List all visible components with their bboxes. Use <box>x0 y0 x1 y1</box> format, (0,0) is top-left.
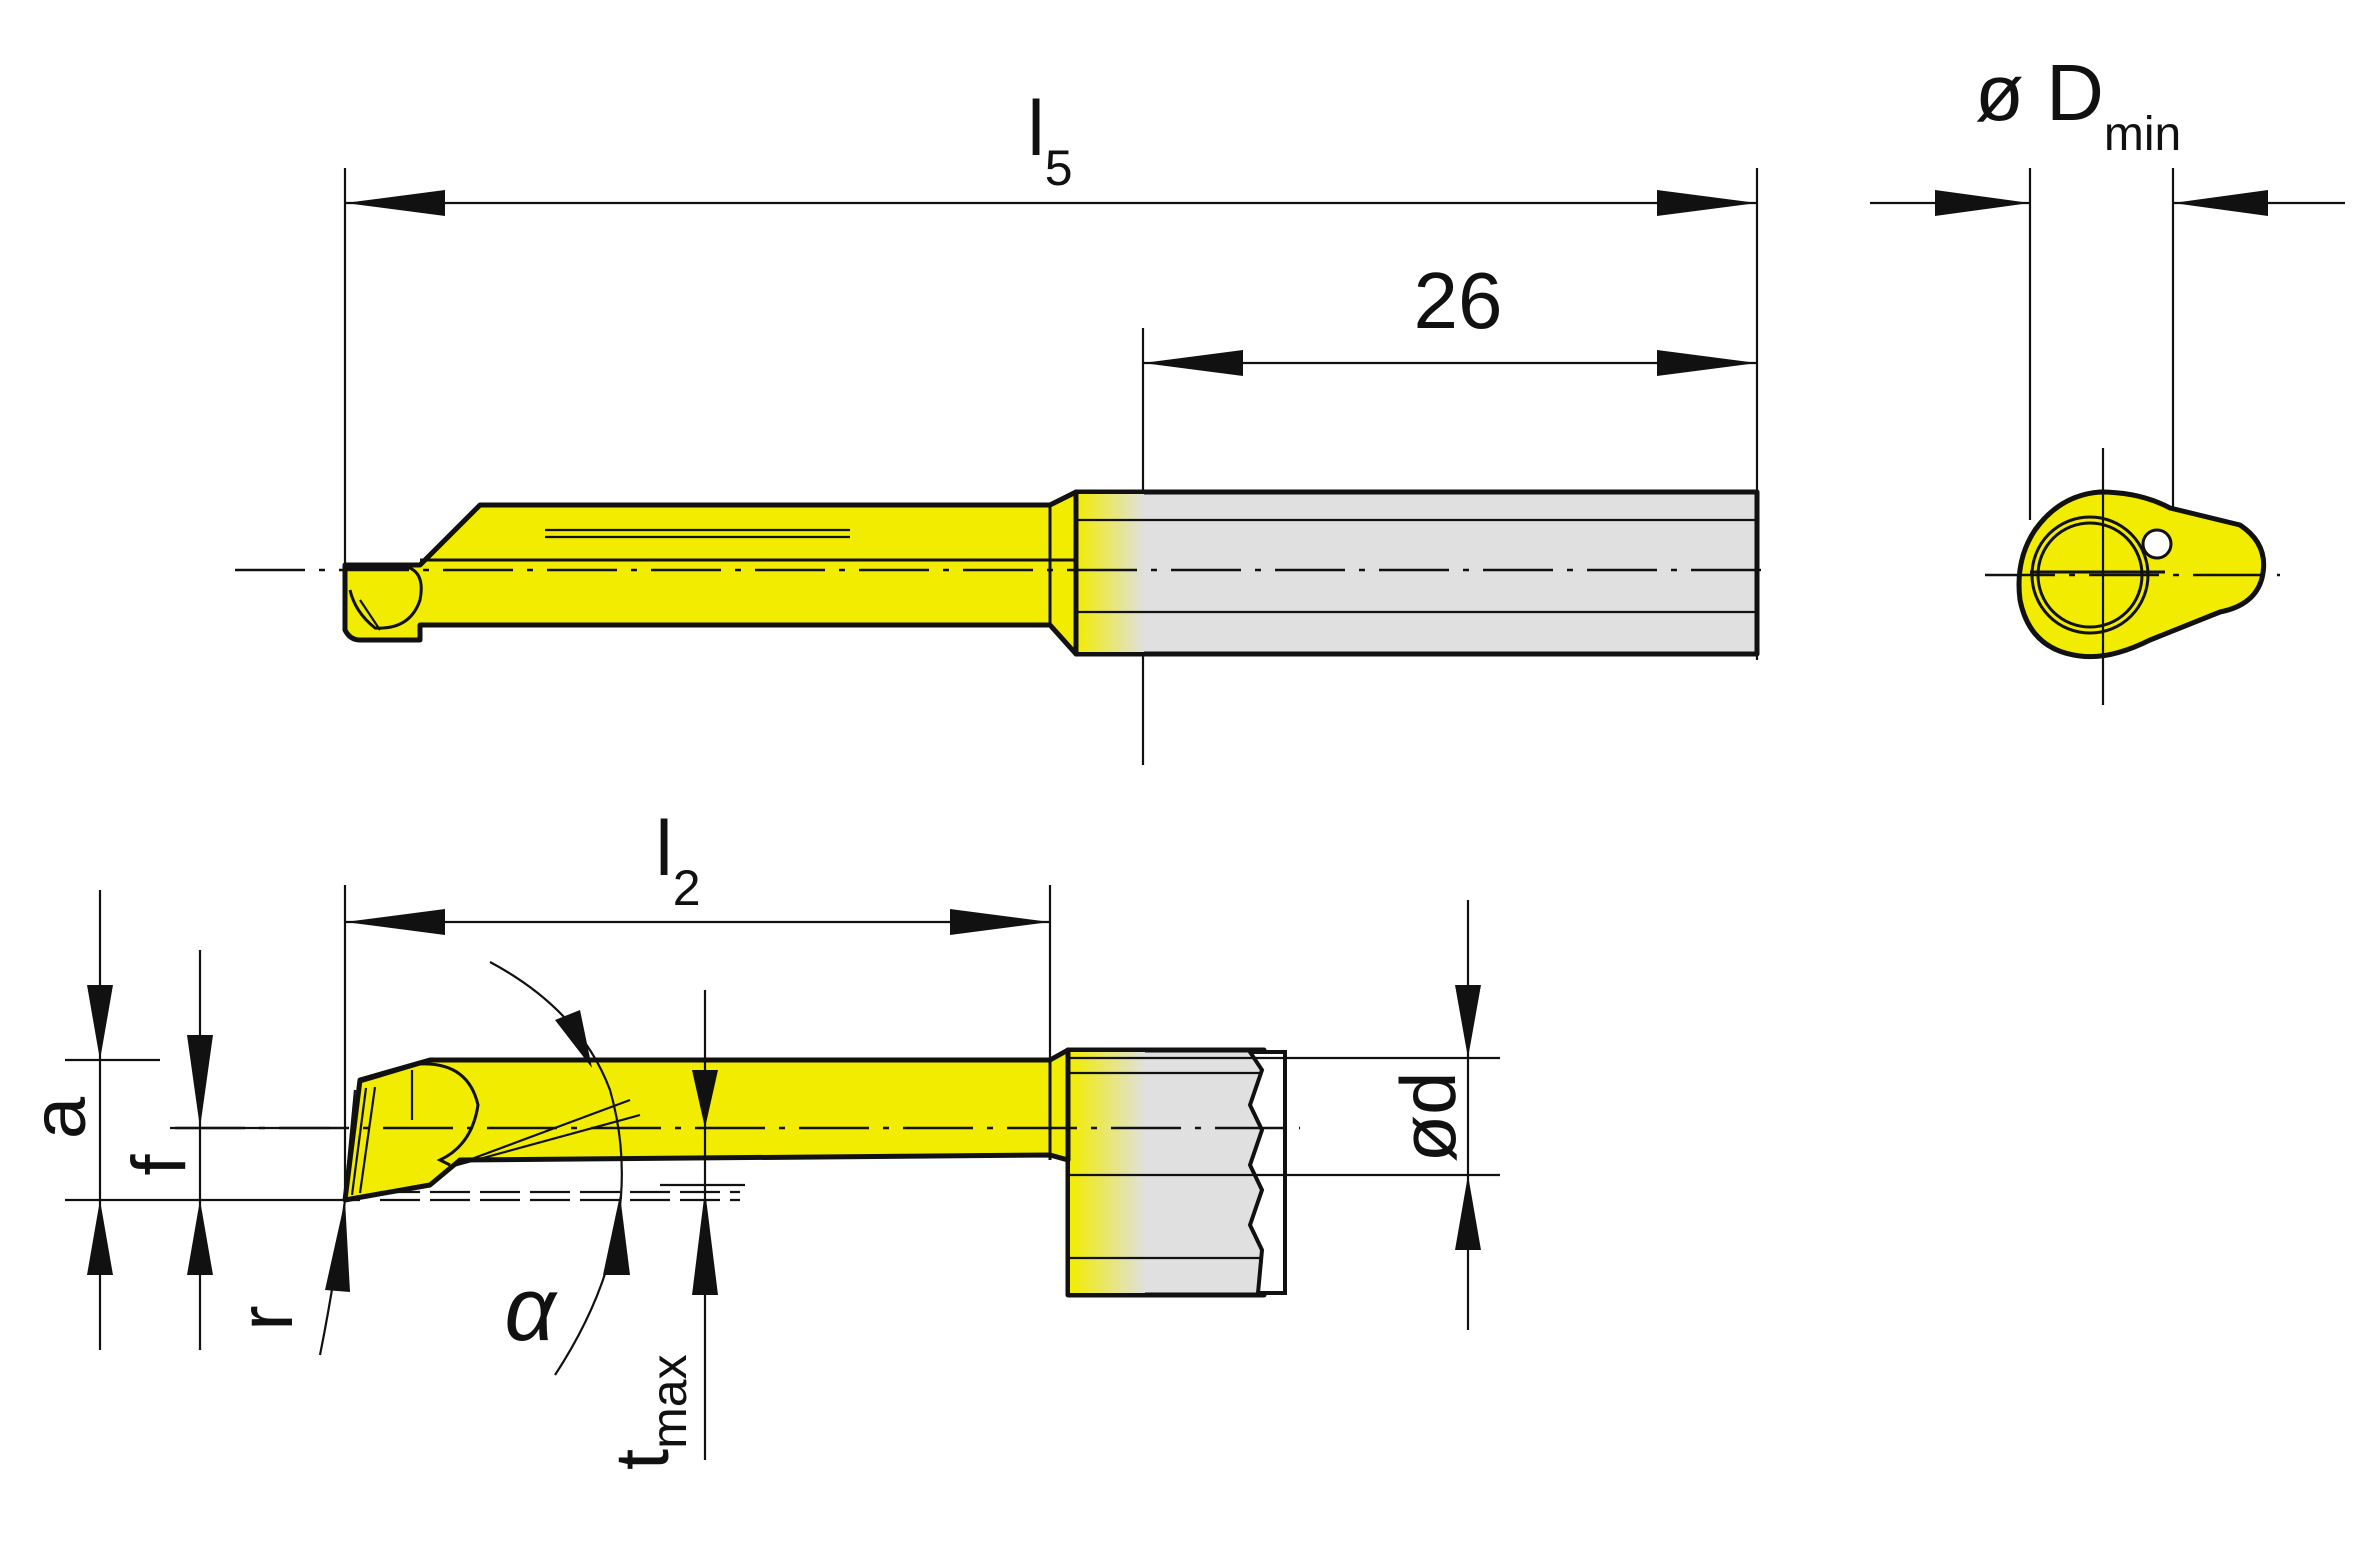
dimension-l2: l2 <box>343 804 1052 1200</box>
dimension-l5: l5 <box>343 84 1759 660</box>
angle-alpha: α <box>489 961 630 1376</box>
label-26: 26 <box>1414 256 1503 345</box>
label-l5: l5 <box>1027 84 1072 196</box>
label-a: a <box>17 1096 102 1139</box>
bottom-detail-view: l2 <box>17 804 1500 1470</box>
bottom-tool-body <box>175 1047 1300 1298</box>
label-od: ød <box>1384 1071 1472 1162</box>
dimension-tmax: tmax <box>600 990 745 1470</box>
top-side-view: l5 26 <box>235 84 1770 765</box>
dimension-a: a <box>17 890 360 1350</box>
dimension-od: ød <box>1068 900 1500 1330</box>
leader-r: r <box>224 1199 350 1356</box>
top-tool-body <box>235 489 1770 657</box>
label-r: r <box>224 1305 309 1330</box>
label-l2: l2 <box>655 804 700 916</box>
label-dmin: ø Dmin <box>1975 48 2181 161</box>
dimension-f: f <box>117 950 330 1350</box>
label-f: f <box>117 1154 202 1176</box>
end-view-profile <box>1985 448 2280 705</box>
label-alpha: α <box>504 1260 558 1360</box>
end-view: ø Dmin <box>1870 48 2345 705</box>
dimension-dmin: ø Dmin <box>1870 48 2345 520</box>
label-tmax: tmax <box>600 1354 697 1470</box>
